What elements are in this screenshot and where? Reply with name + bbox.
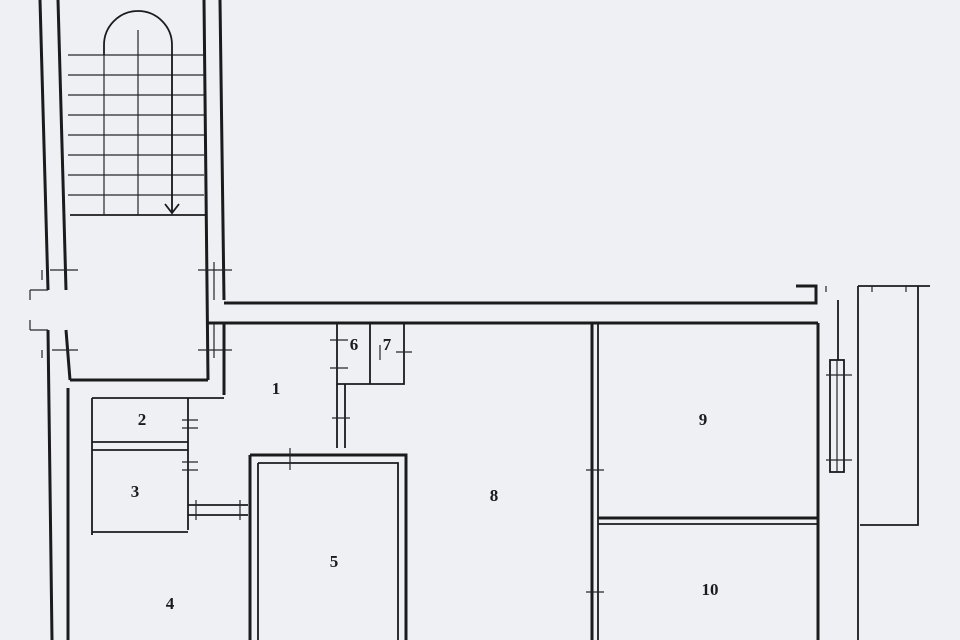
corridor-partition (336, 384, 346, 448)
room-label-10: 10 (702, 580, 719, 599)
door-icon (330, 339, 348, 369)
door-icon (182, 419, 198, 429)
entrance-door-left-icon (29, 269, 78, 358)
room3-right-wall (188, 504, 248, 516)
stair-treads (68, 30, 204, 215)
room-label-6: 6 (350, 335, 359, 354)
stair-wall-right-outer (218, 0, 226, 301)
stair-wall-right-inner (202, 0, 210, 381)
room-label-1: 1 (272, 379, 281, 398)
room-labels: 1 2 3 4 5 6 7 8 9 10 (131, 335, 719, 613)
room5-walls (248, 453, 408, 640)
window-icon (826, 359, 852, 473)
exterior-walls (208, 284, 930, 640)
room-label-8: 8 (490, 486, 499, 505)
room2-room3-block (91, 397, 224, 535)
stair-arch (103, 10, 173, 55)
door-ticks (182, 339, 604, 593)
right-annex-marks (825, 286, 907, 300)
room-label-2: 2 (138, 410, 147, 429)
interior-walls (66, 323, 818, 640)
room-label-4: 4 (166, 594, 175, 613)
right-wing-wall-inner (837, 286, 859, 640)
room-label-5: 5 (330, 552, 339, 571)
room-label-3: 3 (131, 482, 140, 501)
door-icon (195, 500, 241, 520)
door-icon (379, 345, 412, 360)
stair-down-arrow-icon (164, 55, 180, 215)
room6-room7-block (336, 323, 405, 385)
top-wall-outer (224, 284, 818, 305)
stair-door-right-icon (198, 262, 232, 358)
door-icon (182, 461, 198, 471)
stair-wall-left-outer (38, 0, 54, 640)
staircase (29, 0, 232, 640)
room5-walls-inner (257, 462, 399, 640)
room-label-9: 9 (699, 410, 708, 429)
room-label-7: 7 (383, 335, 392, 354)
right-annex (858, 285, 930, 526)
stair-wall-left-inner (56, 0, 72, 381)
